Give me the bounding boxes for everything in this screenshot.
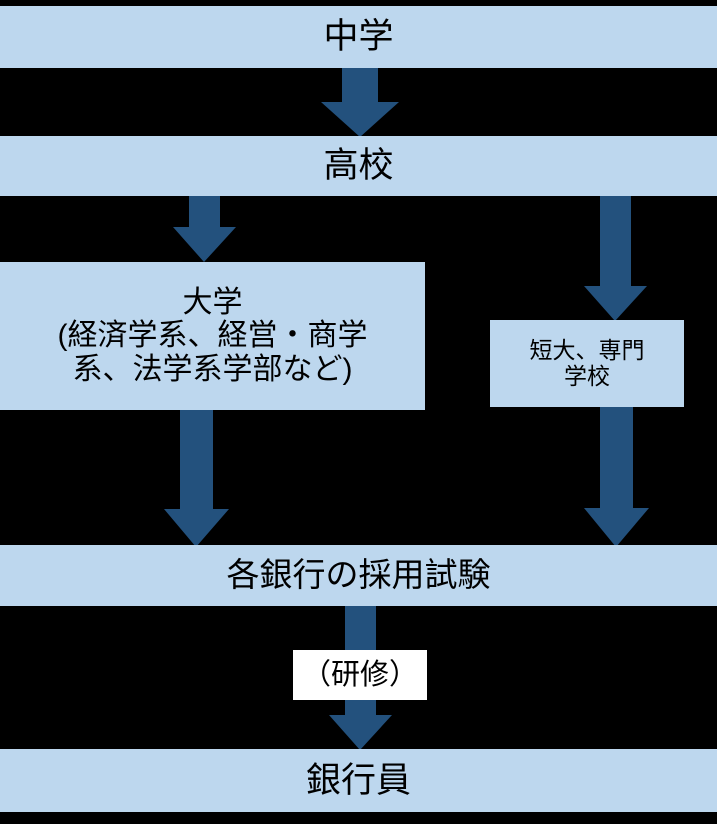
node-banker: 銀行員 <box>0 749 717 812</box>
arrow-down-university-to-bank-exam <box>163 408 230 548</box>
node-bank-exam: 各銀行の採用試験 <box>0 545 717 606</box>
arrow-down-junior-college-to-bank-exam <box>583 405 650 548</box>
arrow-down-high-school-to-university <box>172 194 237 263</box>
node-university: 大学 (経済学系、経営・商学 系、法学系学部など) <box>0 262 425 410</box>
node-junior-college: 短大、専門 学校 <box>490 320 684 407</box>
node-high-school: 高校 <box>0 136 717 196</box>
arrow-down-high-school-to-junior-college <box>583 194 648 322</box>
node-training-label: （研修） <box>293 650 427 700</box>
arrow-down-junior-high-to-high-school <box>320 66 400 138</box>
node-junior-high: 中学 <box>0 6 717 68</box>
